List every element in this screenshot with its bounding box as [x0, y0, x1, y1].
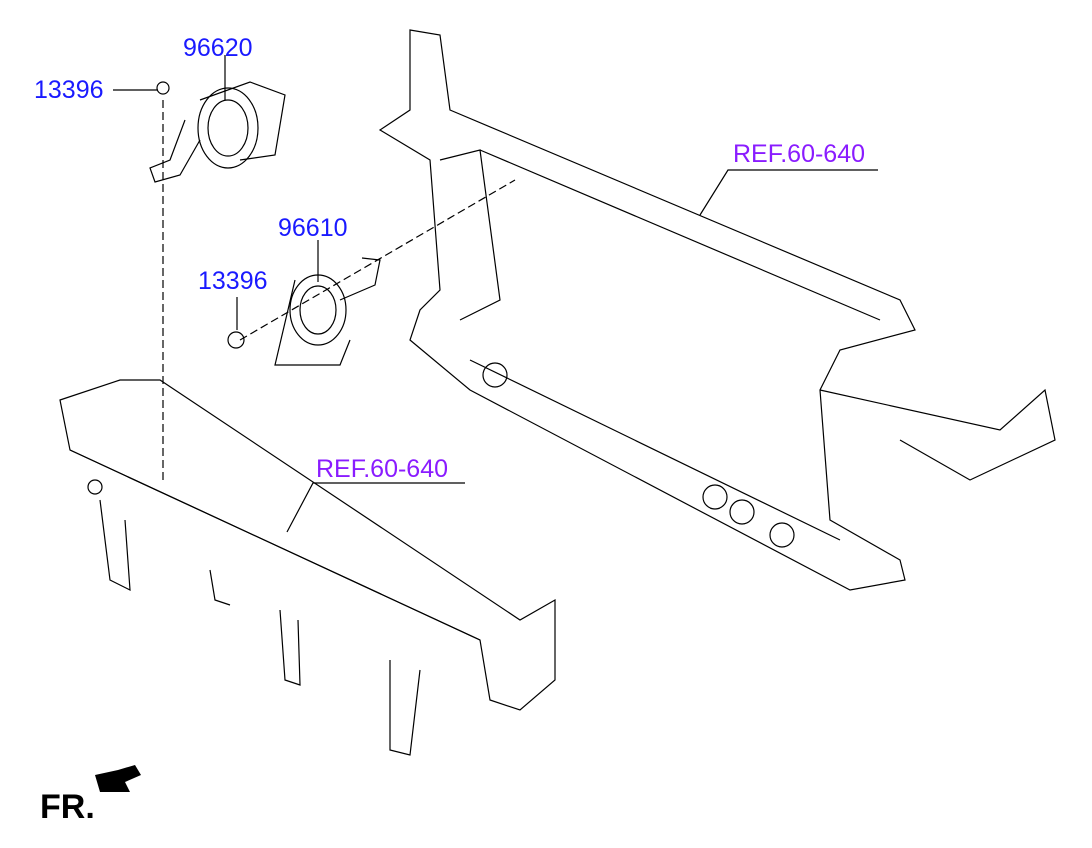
- part-label-13396-mid[interactable]: 13396: [198, 267, 268, 295]
- front-arrow-icon: [95, 765, 141, 792]
- bumper-beam: [59, 379, 556, 756]
- part-label-13396-top[interactable]: 13396: [34, 76, 104, 104]
- ref-label-carrier[interactable]: REF.60-640: [733, 140, 866, 168]
- ref-label-bumper[interactable]: REF.60-640: [316, 455, 449, 483]
- horn-96620: [149, 81, 286, 183]
- part-label-96610[interactable]: 96610: [278, 214, 348, 242]
- horn-96610: [227, 257, 381, 366]
- part-label-96620[interactable]: 96620: [183, 34, 253, 62]
- front-direction-label: FR.: [40, 788, 95, 826]
- radiator-support-carrier: [378, 29, 1056, 591]
